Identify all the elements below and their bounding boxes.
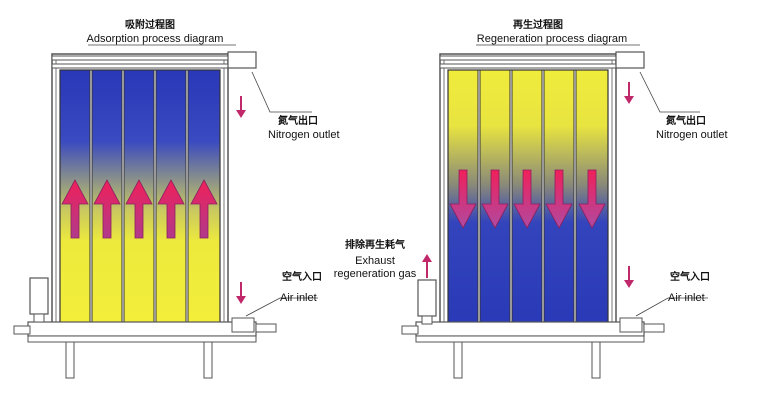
regeneration-leg [453, 341, 463, 379]
regeneration-outlet-zh: 氮气出口 [666, 116, 706, 127]
small-flow-arrow-icon [422, 82, 634, 288]
adsorption-leg [203, 341, 213, 379]
regeneration-outlet-pipe [615, 51, 645, 69]
adsorption-top-bar [51, 55, 229, 61]
small-flow-arrow-icon [236, 96, 246, 304]
flow-arrow-down-icon [449, 169, 606, 229]
regeneration-exhaust-device [417, 279, 437, 317]
adsorption-inlet-box [231, 317, 255, 333]
regeneration-inlet-en: Air inlet [668, 292, 705, 304]
adsorption-unit [13, 44, 318, 379]
adsorption-title-en: Adsorption process diagram [86, 33, 224, 45]
adsorption-top-bar-2 [51, 63, 229, 69]
exhaust-label-en-line1: Exhaust [355, 255, 395, 267]
exhaust-label-en-line2: regeneration gas [333, 268, 417, 280]
regeneration-base [415, 321, 645, 337]
regeneration-unit [401, 44, 708, 379]
flow-arrow-up-icon [61, 179, 218, 239]
inlet-leader-line [245, 297, 318, 317]
adsorption-inlet-zh: 空气入口 [282, 272, 322, 283]
adsorption-outlet-pipe [227, 51, 257, 69]
outlet-leader-line [251, 71, 312, 113]
exhaust-label-zh: 排除再生耗气 [345, 240, 405, 251]
regeneration-title-en: Regeneration process diagram [476, 33, 628, 45]
adsorption-side-device [29, 277, 49, 315]
regeneration-outlet-en: Nitrogen outlet [656, 129, 728, 141]
adsorption-base [27, 321, 257, 337]
regeneration-title-zh: 再生过程图 [513, 20, 563, 31]
adsorption-outlet-zh: 氮气出口 [278, 116, 318, 127]
regeneration-inlet-zh: 空气入口 [670, 272, 710, 283]
adsorption-leg [65, 341, 75, 379]
adsorption-inlet-en: Air inlet [280, 292, 317, 304]
regeneration-leg [591, 341, 601, 379]
adsorption-title-zh: 吸附过程图 [125, 20, 175, 31]
adsorption-outlet-en: Nitrogen outlet [268, 129, 340, 141]
